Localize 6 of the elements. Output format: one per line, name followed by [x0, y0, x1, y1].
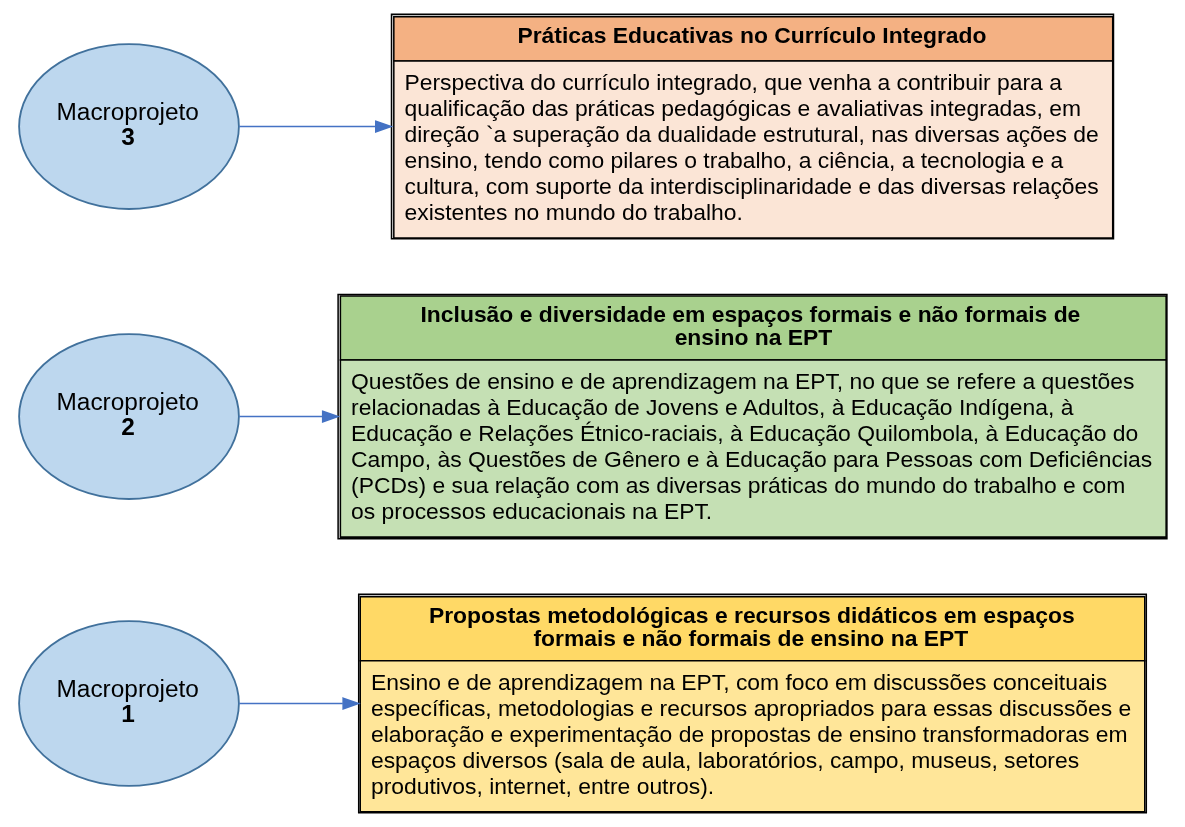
arrow — [238, 410, 340, 423]
arrow — [238, 697, 361, 710]
node-ellipse: Macroprojeto 2 — [17, 333, 240, 500]
arrow — [238, 120, 393, 133]
node-ellipse: Macroprojeto 3 — [17, 43, 240, 210]
node-ellipse: Macroprojeto 1 — [17, 620, 240, 787]
